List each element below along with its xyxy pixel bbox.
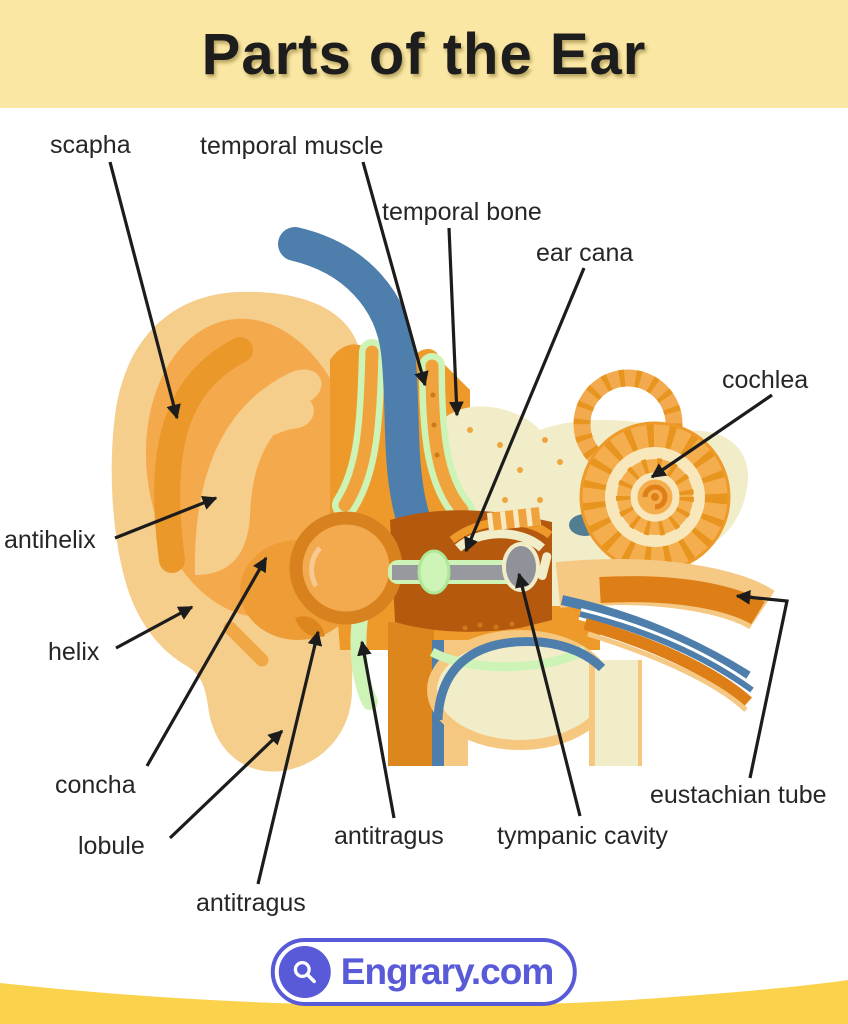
leader-antitragus-bottom <box>256 630 323 885</box>
brand-name: Engrary.com <box>340 951 554 992</box>
leader-lobule <box>168 729 284 840</box>
label-lobule: lobule <box>78 832 145 860</box>
footer-wave <box>0 960 848 1024</box>
leader-eustachian-tube <box>735 589 789 779</box>
eardrum-shape <box>502 542 540 592</box>
tympanic-cavity-region <box>427 621 642 766</box>
label-helix: helix <box>48 638 100 666</box>
leader-ear-canal <box>464 267 586 553</box>
search-icon <box>278 946 331 998</box>
label-concha: concha <box>55 771 136 799</box>
label-antihelix: antihelix <box>4 526 96 554</box>
label-tympanic-cavity: tympanic cavity <box>497 822 668 850</box>
label-cochlea: cochlea <box>722 366 809 394</box>
leader-antihelix <box>114 496 218 540</box>
leader-concha <box>145 556 268 767</box>
brand-logo: Engrary.com <box>270 938 578 1006</box>
leader-scapha <box>108 161 181 420</box>
label-antitragus-bottom: antitragus <box>196 889 306 917</box>
cochlea-shape <box>579 421 731 573</box>
scapha-groove <box>154 337 253 573</box>
label-scapha: scapha <box>50 131 131 159</box>
leader-antitragus-right <box>357 640 396 819</box>
leader-tympanic-cavity <box>515 572 582 817</box>
leader-lines <box>108 161 789 885</box>
label-temporal-bone: temporal bone <box>382 198 542 226</box>
label-eustachian-tube: eustachian tube <box>650 781 827 809</box>
leader-cochlea <box>650 393 773 479</box>
leader-temporal-muscle <box>361 161 429 387</box>
ear-canal-shape <box>289 507 553 632</box>
ear-canal-walls <box>332 339 475 710</box>
leader-temporal-bone <box>447 227 464 417</box>
label-ear-canal: ear cana <box>536 239 634 267</box>
page-title: Parts of the Ear <box>201 21 647 87</box>
leader-helix <box>115 605 194 650</box>
label-temporal-muscle: temporal muscle <box>200 132 384 160</box>
ossicles-shape <box>388 542 552 595</box>
antihelix-ridge <box>194 369 322 575</box>
title-banner: Parts of the Ear <box>0 0 848 108</box>
label-antitragus-right: antitragus <box>334 822 444 850</box>
